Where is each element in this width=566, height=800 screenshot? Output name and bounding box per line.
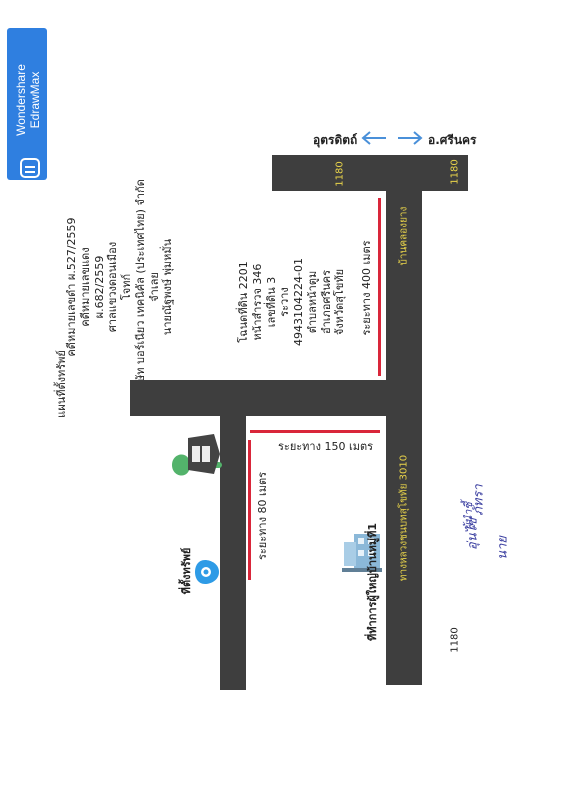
sheet-label: ระวาง: [278, 287, 292, 317]
location-pin-icon: [195, 560, 219, 584]
deed-number: โฉนดที่ดิน 2201: [237, 261, 250, 343]
deed-info: โฉนดที่ดิน 2201 หน้าสำรวจ 346 เลขที่ดิน …: [237, 258, 347, 346]
direction-right-label: อ.ศรีนคร: [428, 133, 477, 147]
court-name: ศาลแขวงดอนเมือง: [106, 241, 120, 333]
village-label: บ้านคลองยาง: [398, 206, 410, 266]
road-1180-label-a: 1180: [334, 161, 346, 187]
case-black-number: คดีหมายเลขดำ ผ.527/2559: [65, 217, 78, 357]
direction-left-label: อุตรดิตถ์: [313, 133, 358, 147]
signature-role: ผู้นำชี้: [462, 502, 475, 530]
distance-label-400: ระยะทาง 400 เมตร: [360, 240, 373, 336]
house-icon: [188, 434, 220, 474]
signature-prefix: นาย: [495, 536, 511, 560]
subdistrict: ตำบลหน้าตูม: [305, 270, 319, 334]
watermark-brand: Wondershare: [14, 64, 28, 136]
defendant-label: จำเลย: [147, 272, 161, 302]
province: จังหวัดสุโขทัย: [333, 268, 347, 336]
distance-line-150: [250, 430, 380, 433]
road-lane: [220, 380, 246, 690]
road-1180: [272, 155, 468, 191]
sheet-number: 4943104224-01: [292, 258, 305, 346]
distance-line-400: [378, 198, 381, 376]
building-icon: [342, 534, 382, 572]
edrawmax-logo-icon: [20, 158, 40, 178]
case-info: คดีหมายเลขดำ ผ.527/2559 คดีหมายเลขแดง ผ.…: [65, 179, 175, 395]
defendant-name: นายณัฐพงษ์ พุ่มหมั่น: [161, 238, 175, 336]
watermark-badge: Wondershare EdrawMax: [7, 28, 47, 180]
survey-page: หน้าสำรวจ 346: [250, 263, 264, 341]
highway-label: ทางหลวงชนบทสุโขทัย 3010: [398, 454, 410, 582]
distance-line-80: [248, 440, 251, 580]
headman-office-label: ที่ทำการผู้ใหญ่บ้านหมู่ที่1: [366, 523, 379, 641]
plaintiff-name: บริษัท บอร์เนียว เทคนิคัล (ประเทศไทย) จำ…: [133, 179, 147, 395]
distance-label-80: ระยะทาง 80 เมตร: [256, 471, 269, 561]
road-1180-label-b: 1180: [449, 159, 461, 185]
district: อำเภอศรีนคร: [319, 269, 333, 335]
arrow-left-icon: [361, 131, 386, 145]
plaintiff-label: โจทก์: [120, 273, 133, 301]
watermark-product: EdrawMax: [28, 71, 42, 129]
road-highway-3010: [386, 155, 422, 685]
property-location-label: ที่ตั้งทรัพย์: [180, 547, 193, 595]
road-1180-label-c: 1180: [449, 627, 461, 653]
case-red-number-label: คดีหมายเลขแดง: [78, 247, 92, 327]
distance-label-150: ระยะทาง 150 เมตร: [278, 440, 374, 453]
road-side-street: [130, 380, 386, 416]
land-number: เลขที่ดิน 3: [264, 276, 278, 328]
case-red-number: ผ.682/2559: [92, 255, 106, 319]
arrow-right-icon: [398, 131, 423, 145]
